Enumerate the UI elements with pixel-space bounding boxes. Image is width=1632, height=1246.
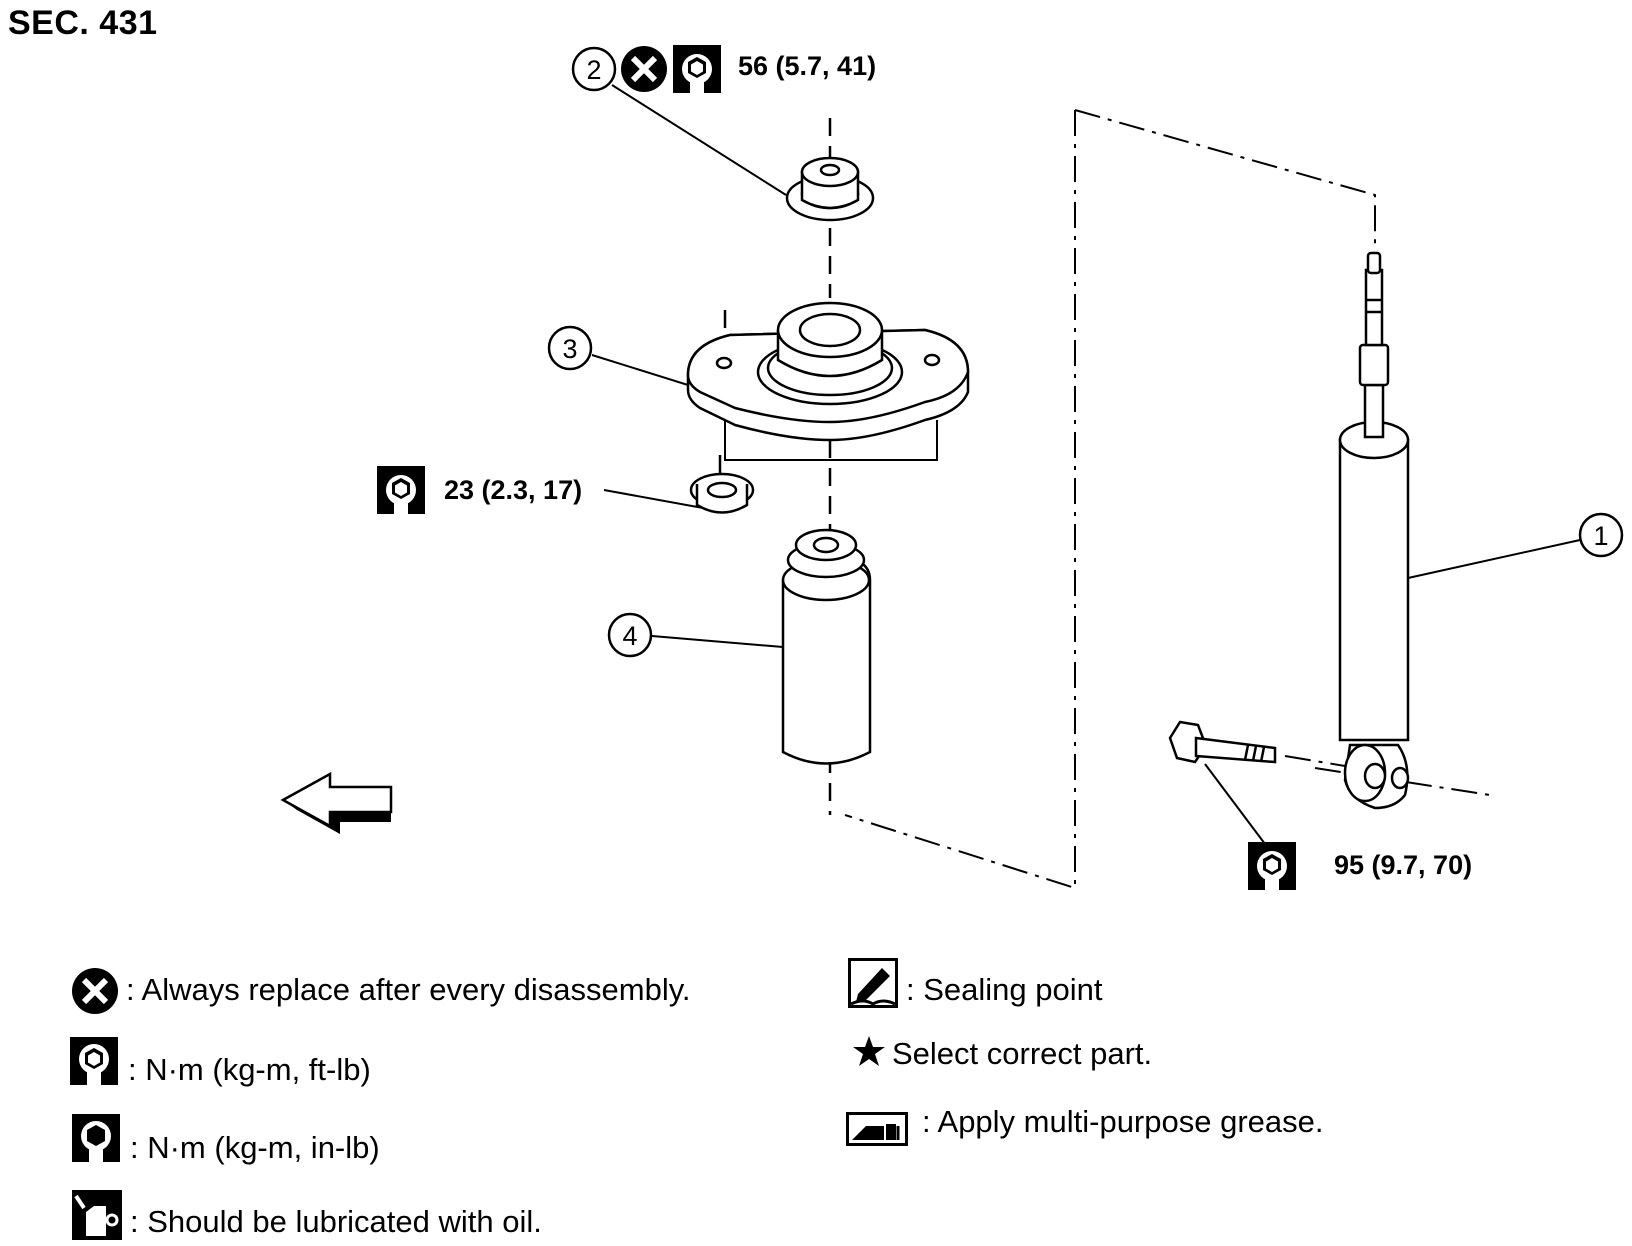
part-2-nut xyxy=(785,156,875,222)
part-3-mount xyxy=(686,301,970,442)
sealing-point-icon xyxy=(848,958,898,1008)
torque-wrench-icon xyxy=(377,466,425,514)
callout-1: 1 xyxy=(1578,512,1624,558)
mount-nut xyxy=(689,472,755,514)
callout-2-label: 2 xyxy=(586,55,601,85)
legend-nm-ftlb: : N·m (kg-m, ft-lb) xyxy=(128,1052,371,1087)
torque-bolt-lower: 95 (9.7, 70) xyxy=(1334,850,1472,880)
callout-4: 4 xyxy=(607,612,653,658)
replace-icon xyxy=(621,46,667,92)
oil-can-icon xyxy=(72,1190,122,1240)
legend-sealing: : Sealing point xyxy=(906,972,1103,1007)
callout-4-label: 4 xyxy=(622,621,637,651)
torque-nut-mount: 23 (2.3, 17) xyxy=(444,475,582,505)
part-4-bumper xyxy=(781,528,872,765)
callout-1-label: 1 xyxy=(1593,521,1608,551)
legend-grease: : Apply multi-purpose grease. xyxy=(922,1104,1324,1139)
torque-wrench-icon xyxy=(70,1037,118,1085)
legend-nm-inlb: : N·m (kg-m, in-lb) xyxy=(130,1130,380,1165)
replace-icon xyxy=(72,968,118,1014)
grease-icon xyxy=(846,1112,908,1146)
star-icon xyxy=(853,1036,885,1066)
part-1-shock-absorber xyxy=(1338,251,1410,810)
legend-select: Select correct part. xyxy=(892,1036,1153,1071)
legend-replace: : Always replace after every disassembly… xyxy=(126,972,691,1007)
legend-oil: : Should be lubricated with oil. xyxy=(130,1204,542,1239)
lower-bolt xyxy=(1168,720,1277,764)
torque-wrench-inlb-icon xyxy=(72,1114,120,1162)
callout-3-label: 3 xyxy=(562,334,577,364)
torque-wrench-icon xyxy=(1248,842,1296,890)
torque-wrench-icon xyxy=(673,45,721,93)
torque-nut-top: 56 (5.7, 41) xyxy=(738,51,876,81)
callout-3: 3 xyxy=(547,325,593,371)
callout-2: 2 xyxy=(571,46,617,92)
assembly-boundary xyxy=(844,109,1491,890)
front-arrow-icon xyxy=(280,771,393,834)
section-title: SEC. 431 xyxy=(8,4,158,42)
